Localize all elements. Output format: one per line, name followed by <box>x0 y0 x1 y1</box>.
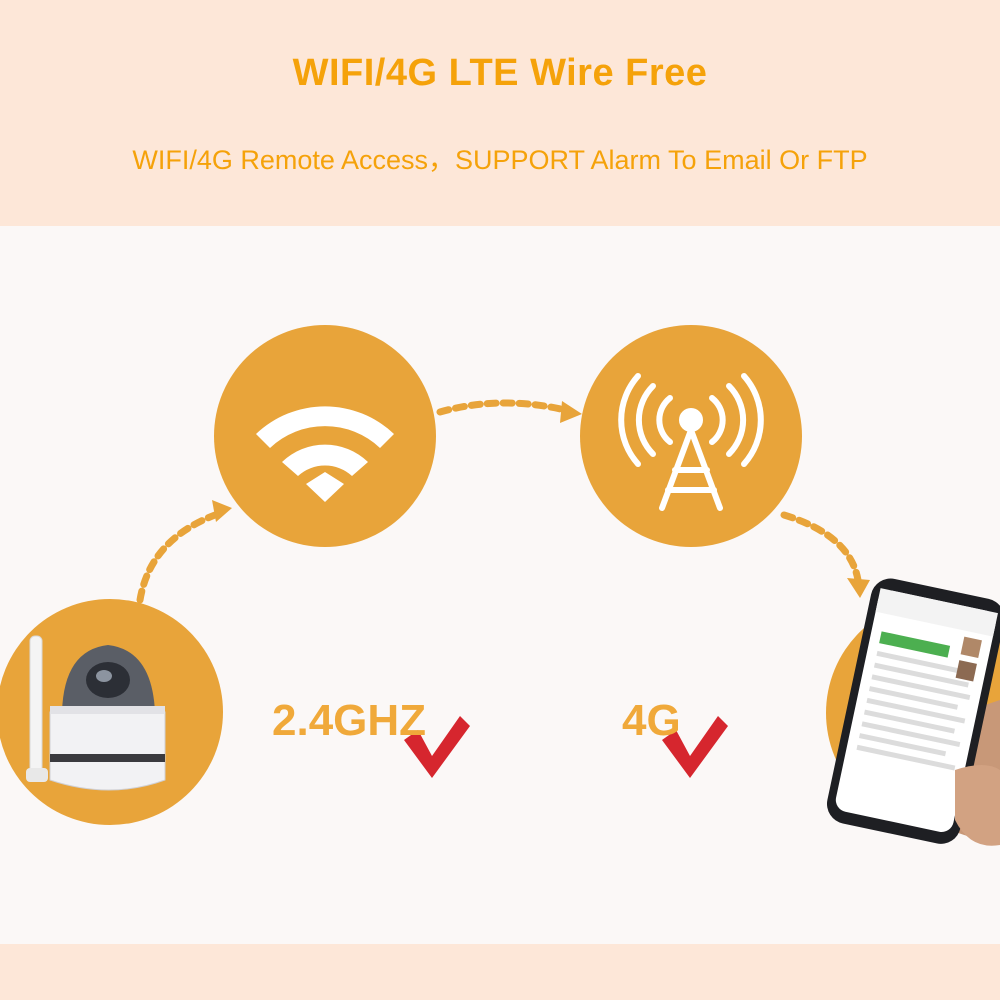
connector-tower-phone <box>780 511 862 584</box>
header-band <box>0 0 1000 226</box>
cell-tower-icon <box>618 373 764 511</box>
arrow-head-1 <box>212 500 232 522</box>
wifi-icon <box>256 406 394 502</box>
wifi-circle <box>214 325 436 547</box>
arrow-head-2 <box>560 401 582 423</box>
connector-wifi-tower <box>436 399 569 416</box>
check-icon-4g <box>662 716 728 778</box>
page-subtitle: WIFI/4G Remote Access，SUPPORT Alarm To E… <box>132 145 868 175</box>
connector-camera-wifi <box>136 511 219 604</box>
smartphone <box>826 578 1000 846</box>
footer-band <box>0 944 1000 1000</box>
dome-camera <box>26 635 166 791</box>
wifi-band-label: 2.4GHZ <box>272 696 427 745</box>
check-icon-wifi <box>404 716 470 778</box>
cellular-label: 4G <box>622 696 681 745</box>
arrow-head-3 <box>847 578 870 598</box>
page-title: WIFI/4G LTE Wire Free <box>292 52 708 94</box>
